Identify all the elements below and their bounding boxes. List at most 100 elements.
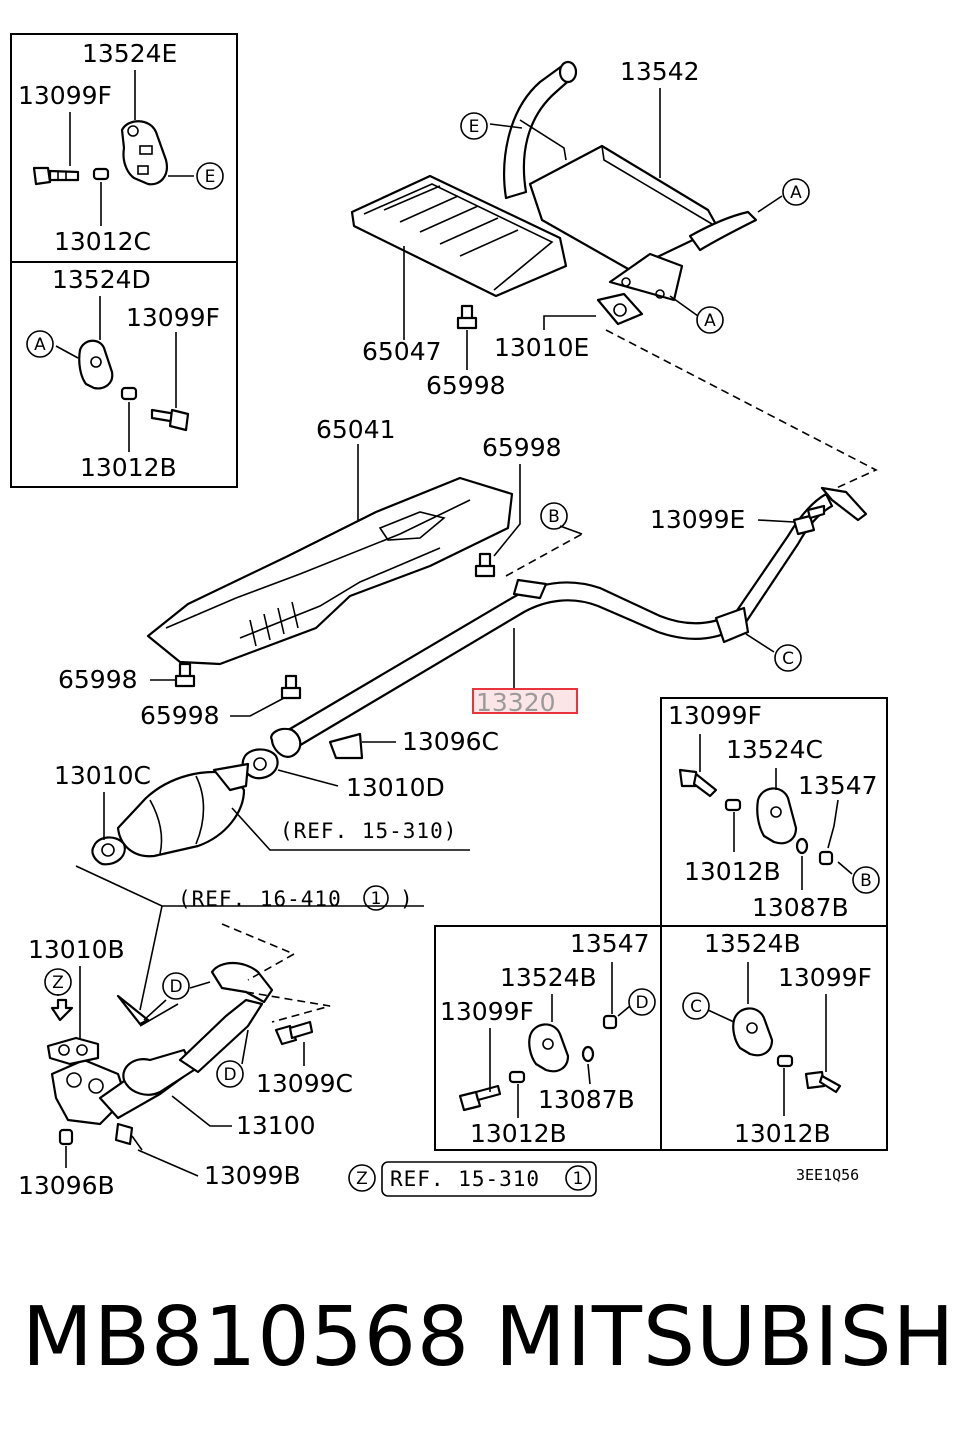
label-13542: 13542 xyxy=(620,57,700,86)
label-13096C: 13096C xyxy=(402,727,499,756)
muffler-13542 xyxy=(503,60,758,302)
svg-text:E: E xyxy=(205,167,216,187)
label-13087B-b: 13087B xyxy=(538,1085,635,1114)
svg-text:Z: Z xyxy=(356,1169,368,1189)
svg-text:): ) xyxy=(400,887,414,911)
svg-text:B: B xyxy=(548,507,560,527)
bolt-13099F-e xyxy=(804,1070,842,1094)
bolt-13099F-b xyxy=(150,408,190,432)
footer-brand: MITSUBISHI xyxy=(495,1290,960,1385)
callout-e-muffler: E xyxy=(460,112,488,140)
label-13099C: 13099C xyxy=(256,1069,353,1098)
svg-text:C: C xyxy=(782,649,794,669)
nut-65998-c xyxy=(174,662,196,688)
callout-c-inset: C xyxy=(682,992,710,1020)
ref-16-410: (REF. 16-410 1 ) xyxy=(178,885,414,911)
bushing-13012B-c xyxy=(508,1070,526,1084)
callout-d-front-lower: D xyxy=(216,1060,244,1088)
label-13099F-a: 13099F xyxy=(18,81,112,110)
label-13010D: 13010D xyxy=(346,773,445,802)
label-13099E: 13099E xyxy=(650,505,745,534)
label-13096B: 13096B xyxy=(18,1171,115,1200)
label-65998-b: 65998 xyxy=(482,433,562,462)
label-13099F-d: 13099F xyxy=(440,997,534,1026)
center-pipe-13320 xyxy=(270,486,868,760)
bolt-13099F-d xyxy=(458,1084,502,1112)
hanger-13524B-b xyxy=(732,1007,774,1057)
svg-text:B: B xyxy=(860,871,872,891)
washer-13087B-b xyxy=(581,1045,595,1063)
ref-bottom: REF. 15-310 1 xyxy=(381,1161,597,1197)
inset-box-top-left xyxy=(10,33,238,488)
svg-text:REF. 15-310: REF. 15-310 xyxy=(390,1167,540,1191)
label-13099F-c: 13099F xyxy=(668,701,762,730)
label-13524E: 13524E xyxy=(82,39,177,68)
up-arrow-icon xyxy=(50,998,74,1022)
svg-text:1: 1 xyxy=(573,1169,584,1189)
label-13087B-a: 13087B xyxy=(752,893,849,922)
label-13012B-c: 13012B xyxy=(470,1119,567,1148)
front-pipe-13100 xyxy=(46,961,274,1126)
callout-b-pipe: B xyxy=(540,502,568,530)
hanger-13524D xyxy=(78,339,114,390)
bolt-13099B xyxy=(114,1122,143,1151)
hanger-13524C xyxy=(756,787,798,845)
callout-d-front-upper: D xyxy=(162,972,190,1000)
svg-text:A: A xyxy=(34,335,46,355)
hanger-13524E xyxy=(120,120,168,186)
highlight-box-13320 xyxy=(472,688,578,714)
label-65998-d: 65998 xyxy=(140,701,220,730)
callout-d-inset: D xyxy=(628,988,656,1016)
svg-text:A: A xyxy=(704,311,716,331)
label-13099F-e: 13099F xyxy=(778,963,872,992)
label-13012B-d: 13012B xyxy=(734,1119,831,1148)
part-labels: 13524E 13099F 13012C 13524D 13099F 13012… xyxy=(18,39,878,1200)
label-13320: 13320 xyxy=(476,688,556,717)
footer-part-number: MB810568 xyxy=(22,1290,471,1385)
label-13547-b: 13547 xyxy=(570,929,650,958)
svg-text:(REF. 16-410: (REF. 16-410 xyxy=(178,887,342,911)
callout-z-front: Z xyxy=(44,968,72,996)
gasket-13010E xyxy=(596,292,644,326)
label-13099F-b: 13099F xyxy=(126,303,220,332)
svg-text:Z: Z xyxy=(52,973,64,993)
catalytic-converter xyxy=(116,762,250,858)
bolt-13099F-a xyxy=(32,166,80,186)
label-13010C: 13010C xyxy=(54,761,151,790)
label-13100: 13100 xyxy=(236,1111,316,1140)
svg-text:E: E xyxy=(469,117,480,137)
label-13524B-b: 13524B xyxy=(704,929,801,958)
bolt-13099E xyxy=(792,504,826,536)
bushing-13012C xyxy=(92,167,110,181)
callout-c-pipe: C xyxy=(774,644,802,672)
svg-text:A: A xyxy=(790,183,802,203)
hanger-13524B-a xyxy=(528,1023,570,1073)
heat-shield-65047 xyxy=(350,174,568,298)
nut-13547-b xyxy=(602,1014,618,1030)
bolt-13099F-c xyxy=(678,768,718,798)
label-13524D: 13524D xyxy=(52,265,151,294)
callout-z-bottom: Z xyxy=(348,1164,376,1192)
bushing-13012B-a xyxy=(120,386,138,401)
svg-text:D: D xyxy=(169,977,182,997)
reference-arrow-icon xyxy=(116,994,179,1027)
label-13010E: 13010E xyxy=(494,333,589,362)
svg-text:D: D xyxy=(635,993,648,1013)
nut-65998-d xyxy=(280,674,302,700)
bolt-13099C xyxy=(274,1020,314,1046)
callout-b-inset: B xyxy=(852,866,880,894)
label-13012C: 13012C xyxy=(54,227,151,256)
heat-shield-65041 xyxy=(146,476,514,666)
svg-text:1: 1 xyxy=(371,889,382,909)
svg-text:C: C xyxy=(690,997,702,1017)
label-13012B-a: 13012B xyxy=(80,453,177,482)
nut-13547-a xyxy=(818,850,834,866)
diagram-code: 3EE1Q56 xyxy=(796,1166,859,1184)
label-13547-a: 13547 xyxy=(798,771,878,800)
label-65998-a: 65998 xyxy=(426,371,506,400)
ref-15-310: (REF. 15-310) xyxy=(280,819,457,843)
label-13524C: 13524C xyxy=(726,735,823,764)
callout-a-top-left: A xyxy=(26,330,54,358)
label-65041: 65041 xyxy=(316,415,396,444)
